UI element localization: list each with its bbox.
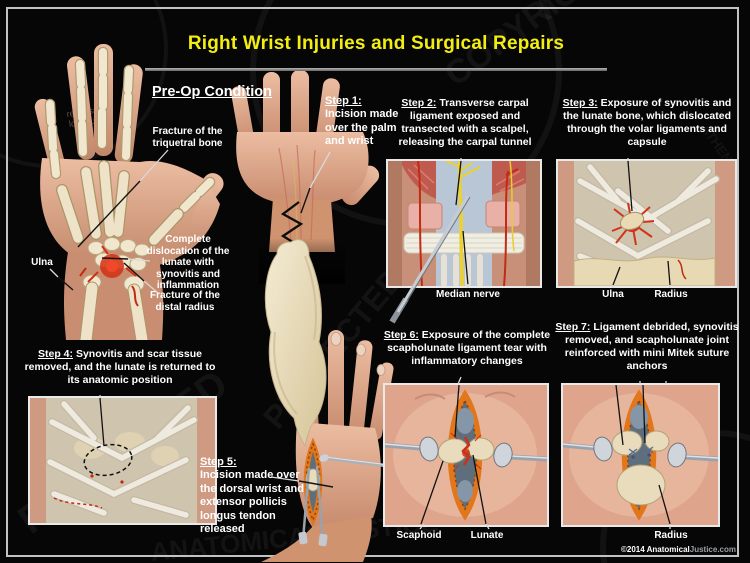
copyright-notice: ©2014 AnatomicalJustice.com	[590, 545, 736, 554]
poster-border-frame	[6, 7, 739, 557]
step7-suture-anchor-illustration	[563, 385, 718, 525]
step6-caption: Step 6: Exposure of the complete scaphol…	[381, 329, 553, 368]
copyright-prefix: ©2014 Anatomical	[621, 545, 690, 554]
step3-synovitis-illustration	[558, 161, 735, 286]
step2-heading: Step 2:	[401, 97, 437, 109]
step7-caption: Step 7: Ligament debrided, synovitis rem…	[554, 321, 740, 373]
label-ulna-preop: Ulna	[31, 257, 53, 268]
step5-body: Incision made over the dorsal wrist and …	[200, 469, 304, 536]
ligament-tear-graphic	[461, 436, 471, 466]
retractor-left	[563, 442, 596, 451]
radius-bone-graphic	[616, 464, 666, 506]
label-triquetral-fracture: Fracture of the triquetral bone	[152, 126, 223, 149]
label-median-nerve: Median nerve	[436, 289, 500, 300]
step1-caption: Step 1: Incision made over the palm and …	[325, 95, 399, 149]
label-ulna-step3: Ulna	[602, 289, 624, 300]
step2-carpal-tunnel-illustration	[388, 161, 540, 286]
label-distal-radius-fracture: Fracture of the distal radius	[149, 290, 220, 313]
label-radius-step7: Radius	[654, 530, 688, 541]
step2-panel	[386, 159, 542, 288]
step6-panel	[383, 383, 549, 527]
step7-heading: Step 7:	[555, 321, 591, 333]
step1-body: Incision made over the palm and wrist	[325, 108, 399, 148]
preop-heading: Pre-Op Condition	[152, 84, 273, 100]
step4-caption: Step 4: Synovitis and scar tissue remove…	[20, 348, 220, 387]
step6-ligament-tear-illustration	[385, 385, 547, 525]
step7-body: Ligament debrided, synovitis removed, an…	[564, 321, 739, 373]
step2-caption: Step 2: Transverse carpal ligament expos…	[384, 97, 546, 149]
step3-heading: Step 3:	[562, 97, 598, 109]
step1-palm-hand-group	[231, 70, 380, 284]
step4-panel	[28, 396, 217, 525]
step4-lunate-reduced-illustration	[30, 398, 215, 523]
zigzag-incision-line	[280, 201, 304, 247]
copyright-suffix: Justice.com	[689, 545, 736, 554]
step7-panel	[561, 383, 720, 527]
cast-thumb-connector	[264, 239, 327, 448]
step4-heading: Step 4:	[38, 348, 74, 360]
step3-body: Exposure of synovitis and the lunate bon…	[562, 97, 732, 149]
step3-caption: Step 3: Exposure of synovitis and the lu…	[556, 97, 738, 149]
retractor-right	[684, 454, 718, 462]
suture-stitches-graphic	[628, 446, 654, 456]
lunate-position-dashed-outline	[83, 443, 133, 477]
step6-body: Exposure of the complete scapholunate li…	[387, 329, 551, 368]
retractor-right	[510, 454, 547, 462]
label-radius-step3: Radius	[654, 289, 688, 300]
step5-heading: Step 5:	[200, 456, 237, 468]
retractor-rod	[324, 456, 390, 468]
retractor-left	[385, 442, 422, 451]
label-scaphoid: Scaphoid	[396, 530, 442, 541]
step6-heading: Step 6:	[383, 329, 419, 341]
label-lunate: Lunate	[470, 530, 504, 541]
step1-heading: Step 1:	[325, 95, 362, 107]
page-title: Right Wrist Injuries and Surgical Repair…	[187, 33, 565, 54]
step3-panel	[556, 159, 737, 288]
step5-caption: Step 5: Incision made over the dorsal wr…	[200, 456, 308, 536]
label-lunate-dislocation: Complete dislocation of the lunate with …	[146, 234, 230, 291]
step4-body: Synovitis and scar tissue removed, and t…	[24, 348, 216, 387]
step2-body: Transverse carpal ligament exposed and t…	[398, 97, 532, 149]
title-divider	[145, 68, 607, 71]
